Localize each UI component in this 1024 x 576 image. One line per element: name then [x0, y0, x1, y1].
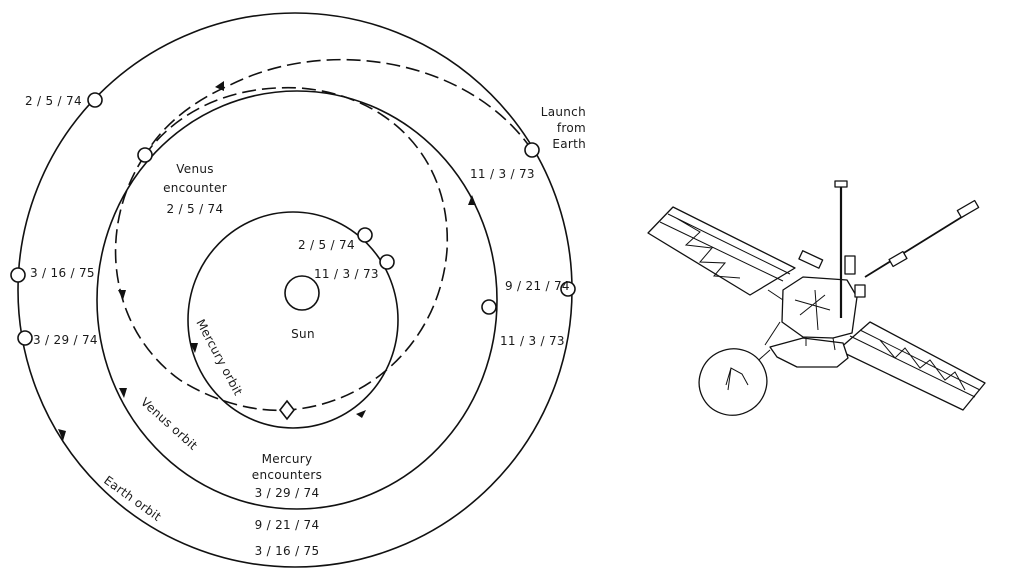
venus-encounter-label-1: Venus	[176, 162, 214, 176]
transfer-trajectory-earth-venus	[144, 58, 533, 156]
mercury-marker-11-3-73	[379, 254, 395, 270]
earth-date-top-left: 2 / 5 / 74	[25, 94, 82, 108]
high-gain-antenna-dish	[698, 348, 768, 416]
mercury-date-lower: 11 / 3 / 73	[314, 267, 379, 281]
earth-orbit-label: Earth orbit	[101, 473, 164, 524]
mercury-encounter-date-1: 3 / 29 / 74	[255, 486, 320, 500]
transfer-trajectory-venus-mercury	[114, 86, 448, 412]
sun-label: Sun	[291, 327, 315, 341]
earth-date-right: 9 / 21 / 74	[505, 279, 570, 293]
mercury-encounter-date-2: 9 / 21 / 74	[255, 518, 320, 532]
venus-orbit	[96, 90, 498, 510]
venus-orbit-arrow-left	[119, 388, 127, 398]
earth-orbit-arrow	[58, 429, 66, 441]
earth-marker-2-5-74	[87, 92, 103, 108]
venus-orbit-arrow-right	[468, 195, 476, 205]
spacecraft-skirt	[769, 337, 849, 368]
mercury-encounters-label-1: Mercury	[262, 452, 313, 466]
launch-label-2: from	[557, 121, 586, 135]
mercury-orbit-label: Mercury orbit	[193, 317, 245, 398]
trajectory-arrow-top	[215, 81, 224, 91]
trajectory-arrow-bottom	[356, 410, 366, 418]
mercury-orbit	[187, 211, 399, 429]
earth-marker-3-16-75	[10, 267, 26, 283]
instrument-boom	[864, 206, 979, 278]
spacecraft-illustration	[647, 180, 986, 416]
mercury-encounter-date-3: 3 / 16 / 75	[255, 544, 320, 558]
mercury-encounters-label-2: encounters	[252, 468, 322, 482]
venus-marker-encounter	[137, 147, 153, 163]
earth-marker-3-29-74	[17, 330, 33, 346]
venus-encounter-label-2: encounter	[163, 181, 227, 195]
launch-label-1: Launch	[541, 105, 586, 119]
earth-marker-9-21-74	[560, 281, 576, 297]
venus-encounter-date: 2 / 5 / 74	[167, 202, 224, 216]
earth-date-left-upper: 3 / 16 / 75	[30, 266, 95, 280]
launch-label-3: Earth	[552, 137, 586, 151]
venus-marker-11-3-73	[481, 299, 497, 315]
earth-marker-launch	[524, 142, 540, 158]
venus-orbit-label: Venus orbit	[138, 395, 200, 453]
mercury-marker-2-5-74	[357, 227, 373, 243]
earth-date-launch: 11 / 3 / 73	[470, 167, 535, 181]
mercury-orbit-arrow	[190, 343, 198, 353]
sun	[284, 275, 320, 311]
mast-cap	[834, 180, 848, 188]
mercury-encounter-diamond	[278, 399, 296, 421]
earth-date-left-lower: 3 / 29 / 74	[33, 333, 98, 347]
mercury-date-upper: 2 / 5 / 74	[298, 238, 355, 252]
venus-date-right: 11 / 3 / 73	[500, 334, 565, 348]
trajectory-arrow-left	[118, 290, 126, 300]
